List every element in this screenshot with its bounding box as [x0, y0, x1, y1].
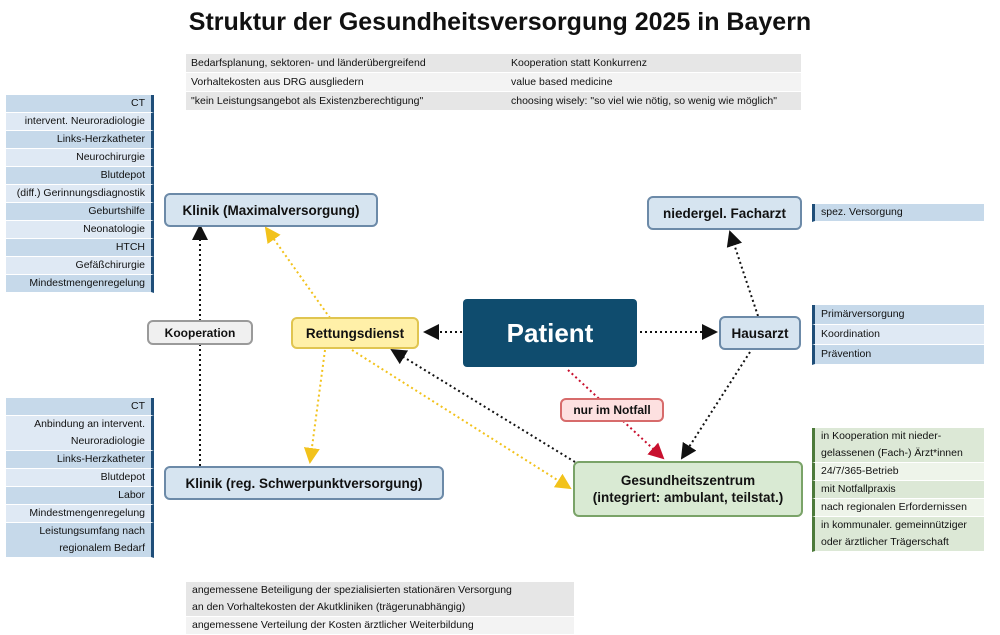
list-item: Blutdepot: [6, 469, 154, 487]
list-item: Links-Herzkatheter: [6, 451, 154, 469]
arrow-rd-klinikreg: [303, 349, 326, 464]
table-row: angemessene Verteilung der Kosten ärztli…: [186, 617, 574, 635]
list-item: intervent. Neuroradiologie: [6, 113, 154, 131]
gesundheitszentrum-features-list: in Kooperation mit nieder- gelassenen (F…: [812, 428, 984, 552]
list-item: Links-Herzkatheter: [6, 131, 154, 149]
table-row: Bedarfsplanung, sektoren- und länderüber…: [186, 54, 801, 73]
arrow-hausarzt-facharzt: [726, 230, 759, 317]
page-title: Struktur der Gesundheitsversorgung 2025 …: [188, 8, 812, 36]
gesundheitszentrum-title: Gesundheitszentrum: [620, 473, 756, 488]
list-item: Neonatologie: [6, 221, 154, 239]
list-item: regionalem Bedarf: [6, 540, 154, 558]
hausarzt-node: Hausarzt: [719, 316, 801, 350]
list-item: Geburtshilfe: [6, 203, 154, 221]
hausarzt-services-list: Primärversorgung Koordination Prävention: [812, 305, 984, 365]
table-row: angemessene Beteiligung der spezialisier…: [186, 582, 574, 599]
table-cell: Bedarfsplanung, sektoren- und länderüber…: [186, 54, 506, 73]
list-item: Gefäßchirurgie: [6, 257, 154, 275]
list-item: CT: [6, 398, 154, 416]
list-item: HTCH: [6, 239, 154, 257]
bottom-financing-table: angemessene Beteiligung der spezialisier…: [186, 582, 574, 635]
klinik-reg-services-list: CT Anbindung an intervent. Neuroradiolog…: [6, 398, 154, 558]
arrow-hausarzt-gz: [680, 351, 751, 460]
list-item: Leistungsumfang nach: [6, 523, 154, 540]
list-item: Mindestmengenregelung: [6, 505, 154, 523]
table-cell: Kooperation statt Konkurrenz: [506, 54, 801, 73]
klinik-reg-node: Klinik (reg. Schwerpunktversorgung): [164, 466, 444, 500]
list-item: oder ärztlicher Trägerschaft: [812, 534, 984, 552]
arrow-rd-gz: [351, 349, 572, 490]
list-item: (diff.) Gerinnungsdiagnostik: [6, 185, 154, 203]
list-item: Primärversorgung: [812, 305, 984, 325]
notfall-label: nur im Notfall: [560, 398, 664, 422]
list-item: Koordination: [812, 325, 984, 345]
list-item: gelassenen (Fach-) Ärzt*innen: [812, 445, 984, 463]
list-item: nach regionalen Erfordernissen: [812, 499, 984, 517]
list-item: in Kooperation mit nieder-: [812, 428, 984, 445]
rettungsdienst-node: Rettungsdienst: [291, 317, 419, 349]
list-item: Neurochirurgie: [6, 149, 154, 167]
facharzt-node: niedergel. Facharzt: [647, 196, 802, 230]
klinik-max-node: Klinik (Maximalversorgung): [164, 193, 378, 227]
arrow-patient-gz-notfall: [567, 369, 665, 460]
list-item: Blutdepot: [6, 167, 154, 185]
list-item: mit Notfallpraxis: [812, 481, 984, 499]
arrow-gz-rettungsdienst: [390, 348, 576, 463]
patient-node: Patient: [463, 299, 637, 367]
table-cell: choosing wisely: "so viel wie nötig, so …: [506, 91, 801, 111]
list-item: in kommunaler. gemeinnütziger: [812, 517, 984, 534]
gesundheitszentrum-subtitle: (integriert: ambulant, teilstat.): [592, 490, 784, 505]
klinik-max-services-list: CT intervent. Neuroradiologie Links-Herz…: [6, 95, 154, 293]
table-cell: Vorhaltekosten aus DRG ausgliedern: [186, 72, 506, 92]
kooperation-label: Kooperation: [147, 320, 253, 345]
list-item: Labor: [6, 487, 154, 505]
table-row: Vorhaltekosten aus DRG ausgliedern value…: [186, 72, 801, 92]
facharzt-services-list: spez. Versorgung: [812, 204, 984, 222]
list-item: Neuroradiologie: [6, 433, 154, 451]
list-item: CT: [6, 95, 154, 113]
table-row: an den Vorhaltekosten der Akutkliniken (…: [186, 599, 574, 617]
table-row: "kein Leistungsangebot als Existenzberec…: [186, 91, 801, 111]
list-item: Prävention: [812, 345, 984, 365]
gesundheitszentrum-node: Gesundheitszentrum (integriert: ambulant…: [573, 461, 803, 517]
list-item: spez. Versorgung: [812, 204, 984, 222]
top-principles-table: Bedarfsplanung, sektoren- und länderüber…: [186, 54, 801, 111]
list-item: 24/7/365-Betrieb: [812, 463, 984, 481]
list-item: Mindestmengenregelung: [6, 275, 154, 293]
arrow-rd-klinikmax: [264, 226, 331, 319]
table-cell: value based medicine: [506, 72, 801, 92]
list-item: Anbindung an intervent.: [6, 416, 154, 433]
table-cell: "kein Leistungsangebot als Existenzberec…: [186, 91, 506, 111]
